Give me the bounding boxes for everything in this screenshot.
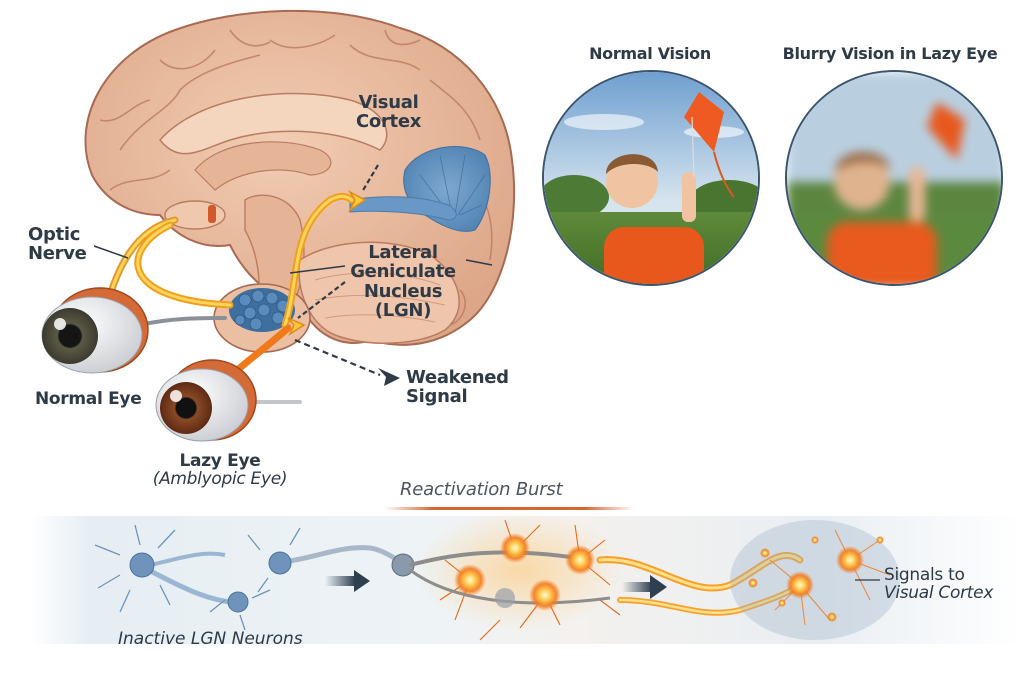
optic-radiation	[349, 196, 457, 221]
blurry-vision-title: Blurry Vision in Lazy Eye	[782, 44, 998, 63]
flow-arrow-2	[622, 575, 667, 599]
lazy-eye	[155, 359, 257, 442]
weakened-signal-arrowhead	[378, 368, 400, 386]
active-neuron	[500, 533, 530, 563]
label-line: Geniculate	[350, 261, 456, 283]
active-neuron	[565, 545, 595, 575]
inactive-neuron	[129, 552, 155, 578]
label-visual-cortex: Visual Cortex	[356, 93, 421, 132]
normal-eye	[41, 287, 149, 374]
label-lgn: Lateral Geniculate Nucleus (LGN)	[338, 243, 468, 321]
signal-sparks	[748, 536, 884, 622]
label-line: Visual Cortex	[884, 583, 994, 604]
kite	[684, 92, 724, 152]
label-line: Lateral	[368, 242, 438, 263]
flow-arrow-1	[325, 570, 370, 592]
active-neuron	[454, 564, 486, 596]
thalamus	[194, 141, 332, 191]
leader-lines	[93, 164, 493, 377]
blurry-vision-scene	[787, 72, 1001, 284]
label-line: Signal	[406, 386, 468, 408]
signals-to-cortex-label: Signals to Visual Cortex	[884, 566, 993, 603]
signal-arrow-cortex	[347, 190, 367, 213]
normal-vision-scene	[544, 72, 758, 284]
label-line: (LGN)	[374, 300, 432, 322]
label-line: Visual	[358, 92, 419, 113]
label-line: Optic	[28, 224, 81, 245]
active-neuron	[529, 579, 561, 611]
label-weakened-signal: Weakened Signal	[406, 368, 509, 407]
inactive-neurons-label: Inactive LGN Neurons	[118, 629, 303, 649]
child-shirt	[604, 227, 704, 284]
blurry-vision-image	[785, 70, 1003, 286]
active-neuron	[836, 546, 864, 574]
normal-vision-title: Normal Vision	[589, 44, 711, 63]
burst-glow	[415, 510, 625, 630]
normal-vision-image	[542, 70, 760, 286]
label-line: Weakened	[406, 367, 509, 388]
child-face	[606, 156, 658, 208]
label-line: Nucleus	[363, 280, 443, 302]
brain-gyri	[99, 29, 493, 326]
label-line: Nerve	[28, 243, 87, 265]
label-optic-nerve: Optic Nerve	[28, 225, 87, 264]
inactive-neuron	[227, 591, 249, 613]
label-line: Cortex	[356, 111, 422, 133]
signal-arrow-lgn	[287, 317, 306, 336]
label-line-sub: (Amblyopic Eye)	[152, 469, 288, 490]
reactivation-burst-title: Reactivation Burst	[400, 479, 563, 500]
inactive-neuron	[268, 551, 292, 575]
chiasm-marker	[208, 205, 216, 223]
label-lazy-eye: Lazy Eye (Amblyopic Eye)	[130, 452, 310, 489]
label-line: Signals to	[884, 565, 965, 585]
signal-streams	[596, 551, 804, 616]
label-line: Lazy Eye	[179, 451, 261, 471]
cerebellum	[298, 241, 460, 344]
corpus-callosum	[159, 92, 388, 155]
transitioning-neuron	[495, 588, 515, 608]
active-neuron	[786, 571, 814, 599]
burst-underline	[384, 507, 634, 510]
label-normal-eye: Normal Eye	[35, 389, 142, 409]
